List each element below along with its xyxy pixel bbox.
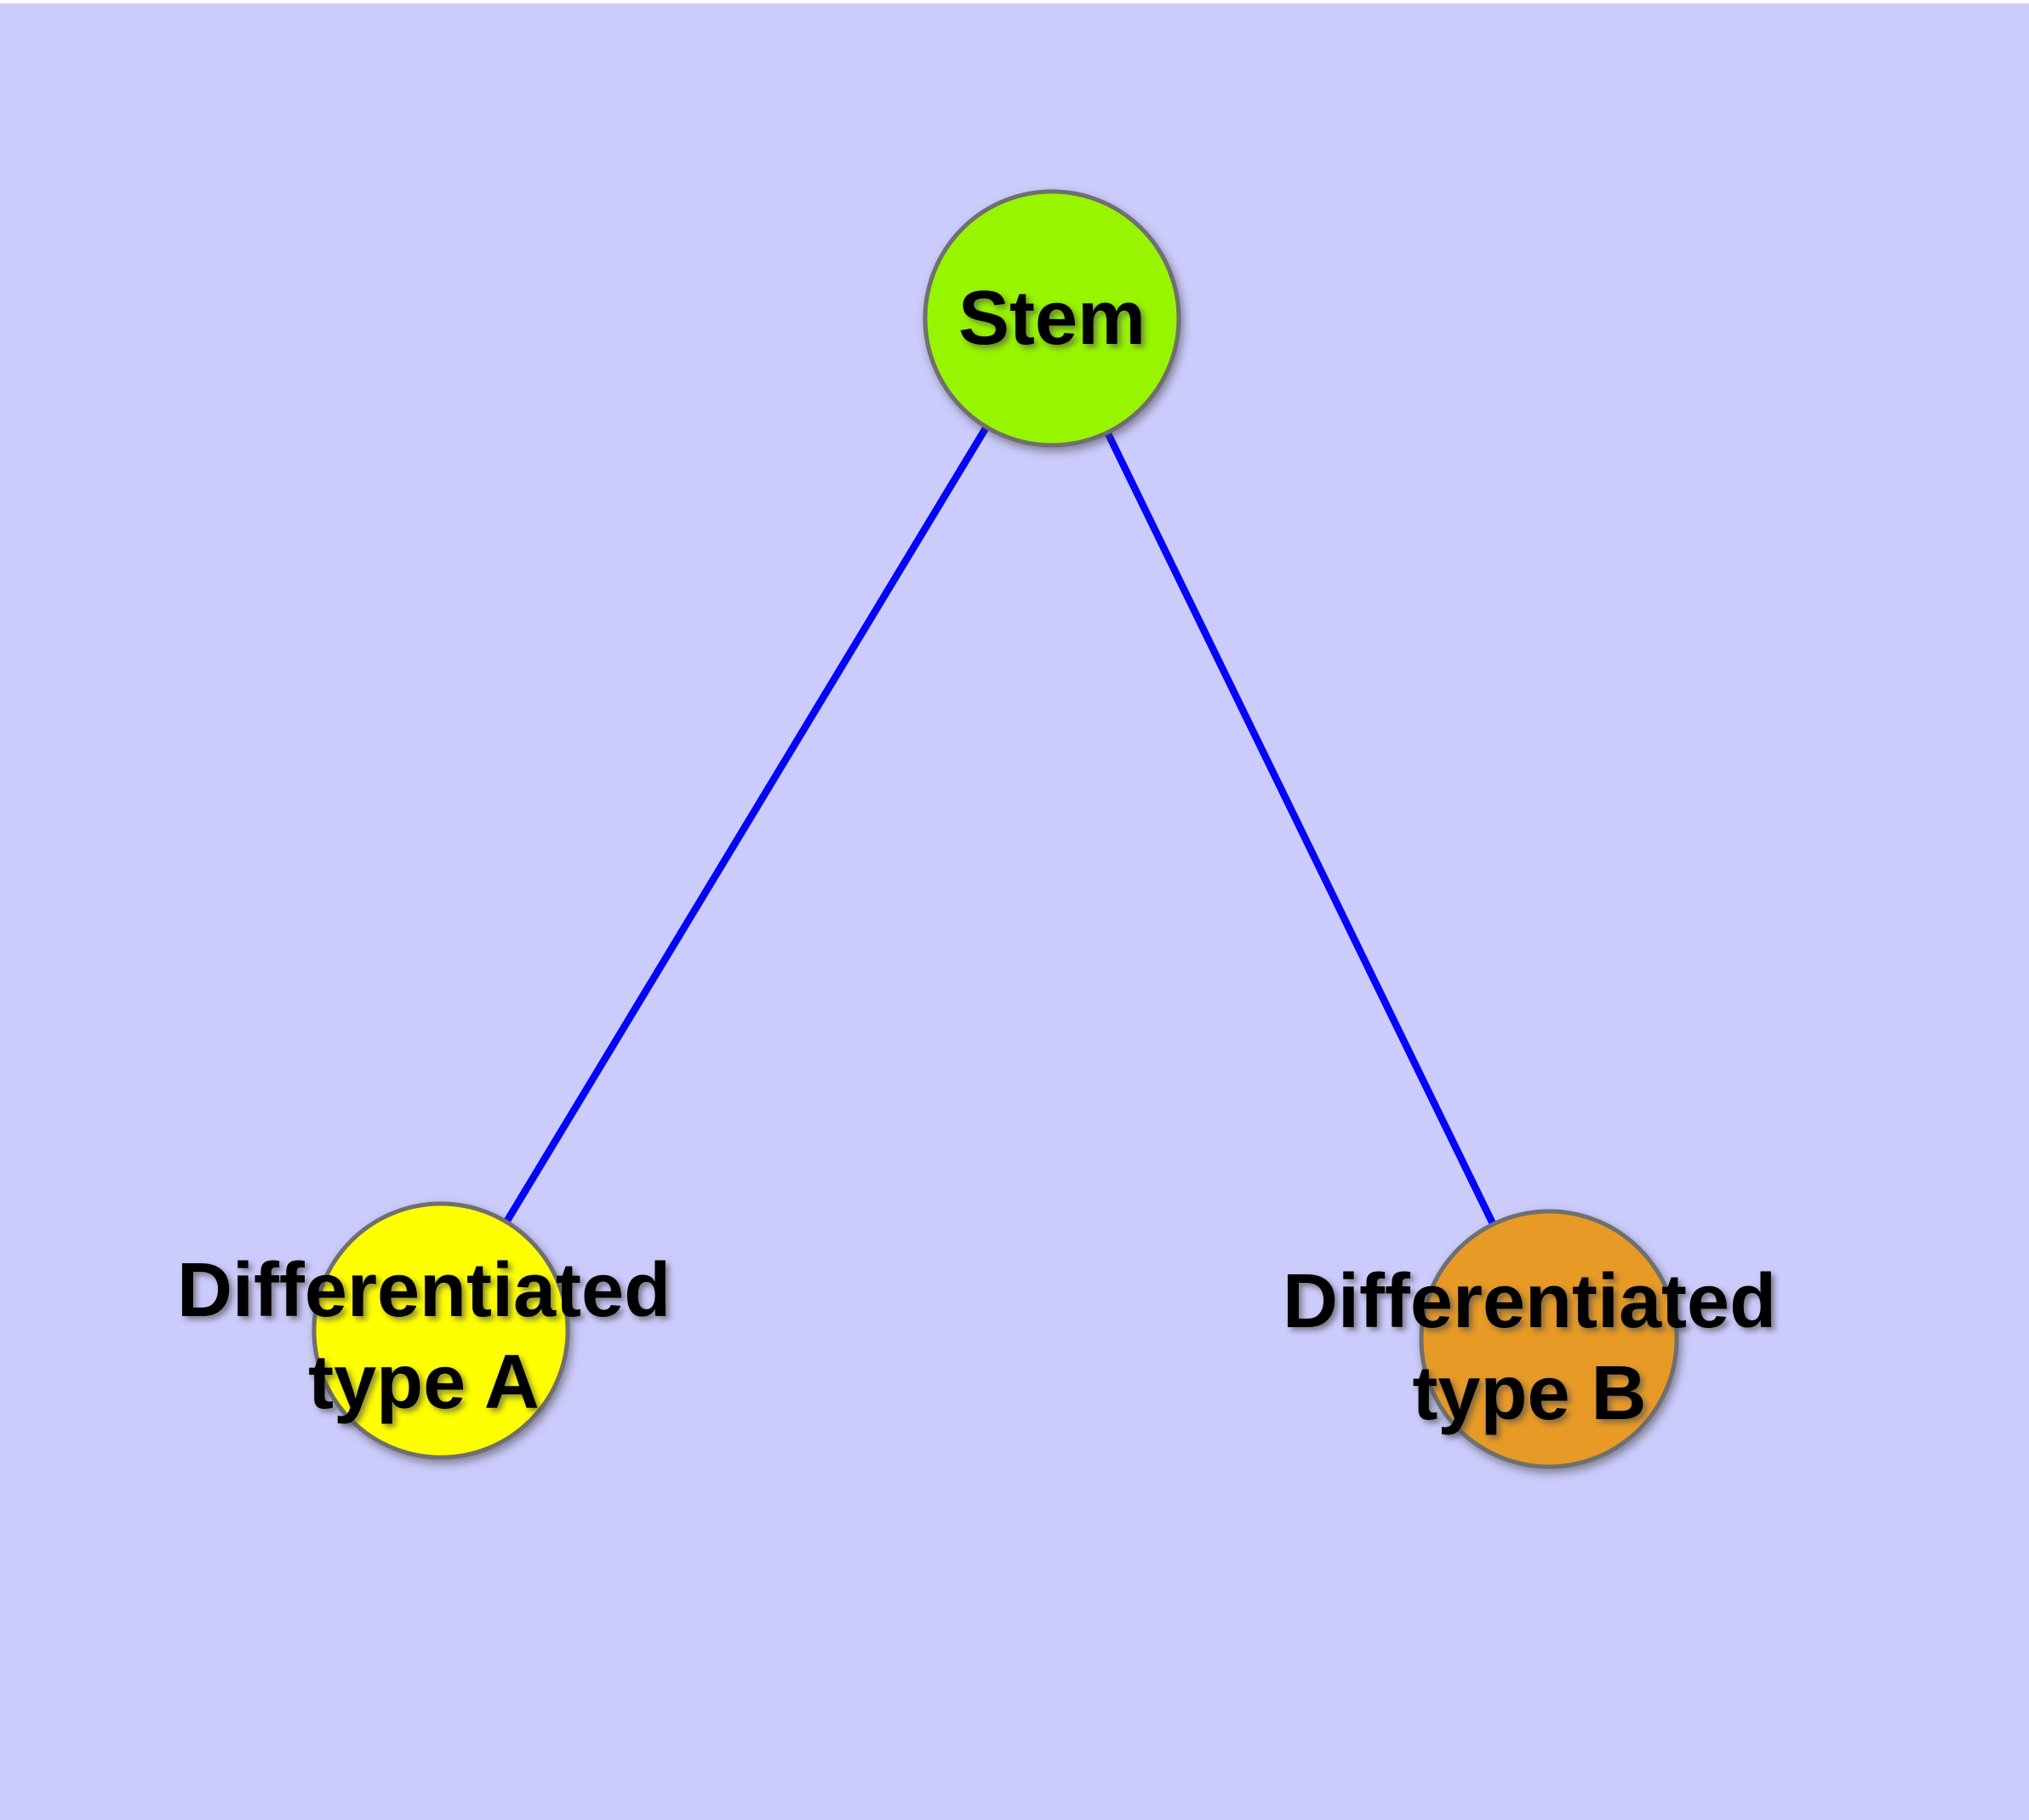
differentiated-type-b-node [1419,1209,1679,1469]
differentiated-type-a-node [311,1201,570,1460]
edge-stem-to-type-a [437,316,1055,1333]
stem-node [923,189,1181,448]
top-margin-strip [0,0,2029,3]
edge-stem-to-type-b [1049,317,1552,1341]
